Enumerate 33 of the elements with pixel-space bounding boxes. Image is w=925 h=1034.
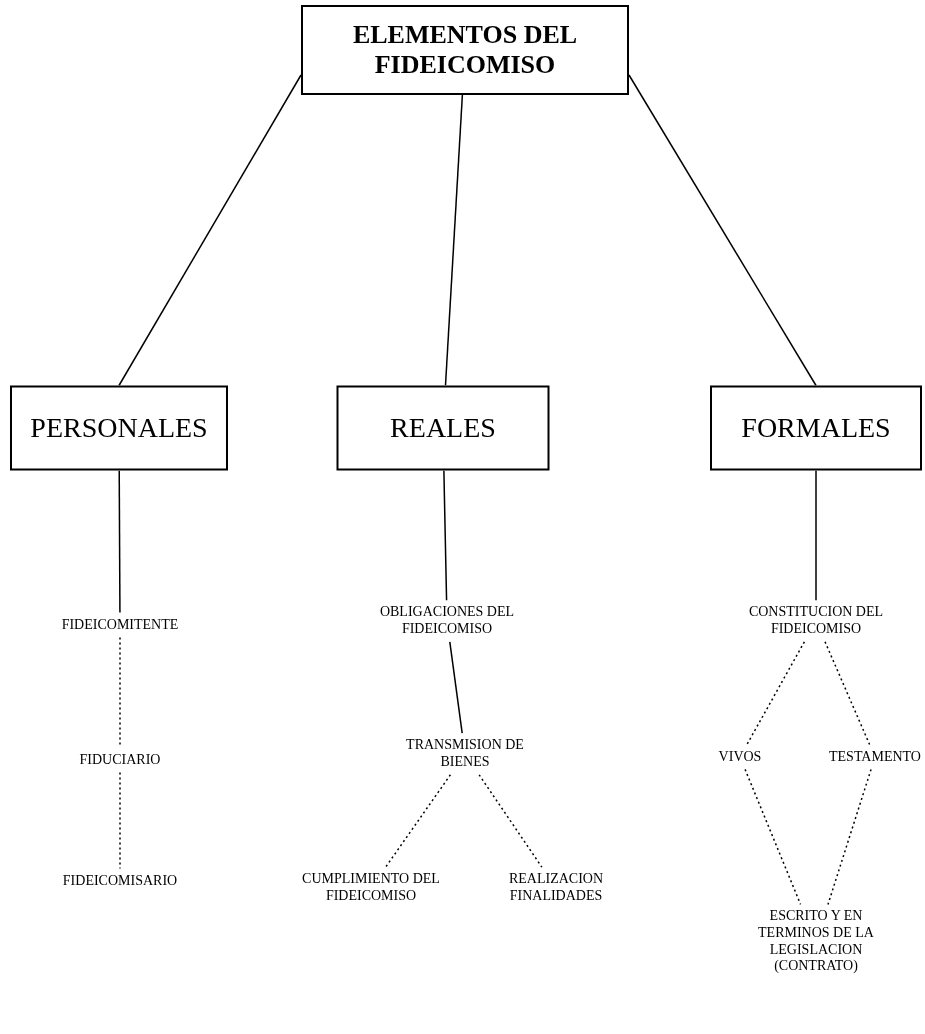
dotted-connector <box>478 774 543 868</box>
text-label: CONSTITUCION DEL FIDEICOMISO <box>741 604 891 638</box>
box-title: REALES <box>389 411 497 445</box>
text-label: TESTAMENTO <box>827 748 923 766</box>
text-label: TRANSMISION DE BIENES <box>405 737 525 771</box>
connector-line <box>444 94 464 387</box>
text-label: ESCRITO Y EN TERMINOS DE LA LEGISLACION (CONTRATO) <box>741 908 891 976</box>
text-label: REALIZACION FINALIDADES <box>496 871 616 905</box>
category-box <box>710 385 922 471</box>
box-title: ELEMENTOS DEL FIDEICOMISO <box>351 20 579 80</box>
connector-line <box>443 469 448 601</box>
text-label: FIDEICOMISARIO <box>50 872 190 890</box>
connector-line <box>118 74 302 387</box>
text-label: OBLIGACIONES DEL FIDEICOMISO <box>372 604 522 638</box>
dotted-connector <box>827 768 872 906</box>
text-label: VIVOS <box>705 748 775 766</box>
box-title: PERSONALES <box>29 411 209 445</box>
category-box <box>10 385 228 471</box>
connector-line <box>628 74 817 387</box>
connector-line <box>815 469 817 601</box>
dotted-connector <box>384 774 452 868</box>
connector-line <box>118 469 121 614</box>
category-box <box>336 385 550 471</box>
dotted-connector <box>744 768 802 906</box>
dotted-connector <box>119 771 121 870</box>
text-label: FIDUCIARIO <box>60 751 180 769</box>
dotted-connector <box>746 641 806 746</box>
box-title: FORMALES <box>740 411 892 445</box>
text-label: FIDEICOMITENTE <box>50 616 190 634</box>
category-box <box>301 5 629 95</box>
text-label: CUMPLIMIENTO DEL FIDEICOMISO <box>296 871 446 905</box>
connector-line <box>449 641 463 734</box>
dotted-connector <box>824 641 871 746</box>
